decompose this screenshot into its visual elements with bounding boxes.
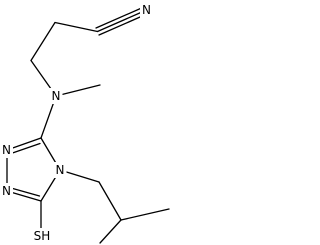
atom-nitrile-n: N [140, 2, 153, 18]
atom-thiol: SH [30, 228, 54, 244]
thiol-label: SH [34, 229, 51, 243]
bond-ch2-to-ch2 [30, 21, 56, 62]
triazole-ring [6, 137, 61, 202]
ring-n-top-label: N [2, 143, 11, 157]
atom-ring-n-bottom: N [0, 183, 13, 199]
ring-n-right-label: N [56, 163, 65, 177]
bond-nitrile-carbon-to-ch2 [54, 21, 99, 33]
nitrile-n-label: N [142, 3, 151, 17]
atom-amine-n: N [49, 88, 63, 104]
bond-ch2-to-ch [98, 181, 122, 221]
bond-ch-to-methyl-b [99, 219, 122, 244]
ring-n-bottom-label: N [2, 184, 11, 198]
atom-ring-n-right: N [53, 162, 67, 178]
amine-n-label: N [52, 89, 61, 103]
atom-ring-n-top: N [0, 142, 13, 158]
bond-amine-to-methyl [55, 84, 101, 97]
chemical-structure: N N N N N SH [0, 2, 170, 244]
nitrile-triple-bond [95, 7, 145, 36]
bond-ch-to-methyl-a [120, 208, 170, 221]
